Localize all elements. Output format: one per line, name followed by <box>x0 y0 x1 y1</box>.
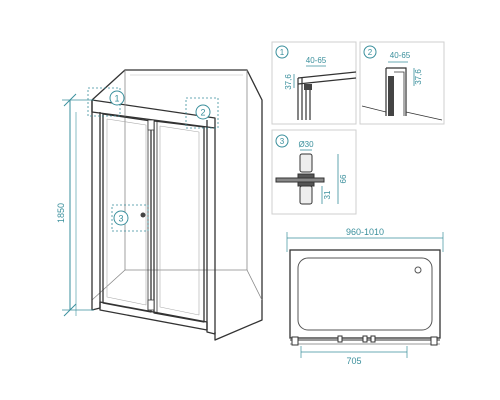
detail-1-range: 40-65 <box>306 56 327 65</box>
plan-opening-label: 705 <box>346 356 361 366</box>
detail-3-number: 3 <box>280 137 285 146</box>
bottom-track <box>99 301 208 331</box>
detail-1-box: 1 37,6 40-65 <box>271 41 357 125</box>
plan-width-label: 960-1010 <box>346 227 384 237</box>
height-label: 1850 <box>56 203 66 223</box>
right-door-panel <box>153 120 205 323</box>
height-dimension <box>62 93 94 317</box>
plan-view: 960-1010 705 <box>286 227 444 366</box>
right-frame-post <box>206 120 216 335</box>
callout-1-number: 1 <box>114 94 119 104</box>
callout-3: 3 <box>111 204 149 232</box>
detail-2-range: 40-65 <box>390 51 411 60</box>
plan-door-track <box>290 335 440 346</box>
tray-basin <box>297 257 433 331</box>
detail-3-box: 3 Ø30 31 66 <box>271 129 357 215</box>
door-handle <box>140 212 146 218</box>
callout-2: 2 <box>185 97 219 129</box>
main-perspective-view <box>91 69 263 341</box>
detail-2-box: 2 40-65 37,6 <box>359 41 445 125</box>
detail-3-height: 31 <box>323 190 332 199</box>
drain-icon <box>414 266 422 274</box>
callout-2-number: 2 <box>200 108 205 118</box>
callout-1: 1 <box>87 87 125 117</box>
detail-1-depth: 37,6 <box>284 74 293 90</box>
detail-1-number: 1 <box>280 48 285 57</box>
handle-profile <box>275 153 325 205</box>
callout-3-number: 3 <box>118 214 123 224</box>
detail-3-diameter: Ø30 <box>298 140 314 149</box>
detail-2-depth: 37,6 <box>414 69 423 85</box>
left-frame-post <box>91 100 101 311</box>
detail-2-number: 2 <box>368 48 373 57</box>
detail-3-total: 66 <box>339 174 348 183</box>
